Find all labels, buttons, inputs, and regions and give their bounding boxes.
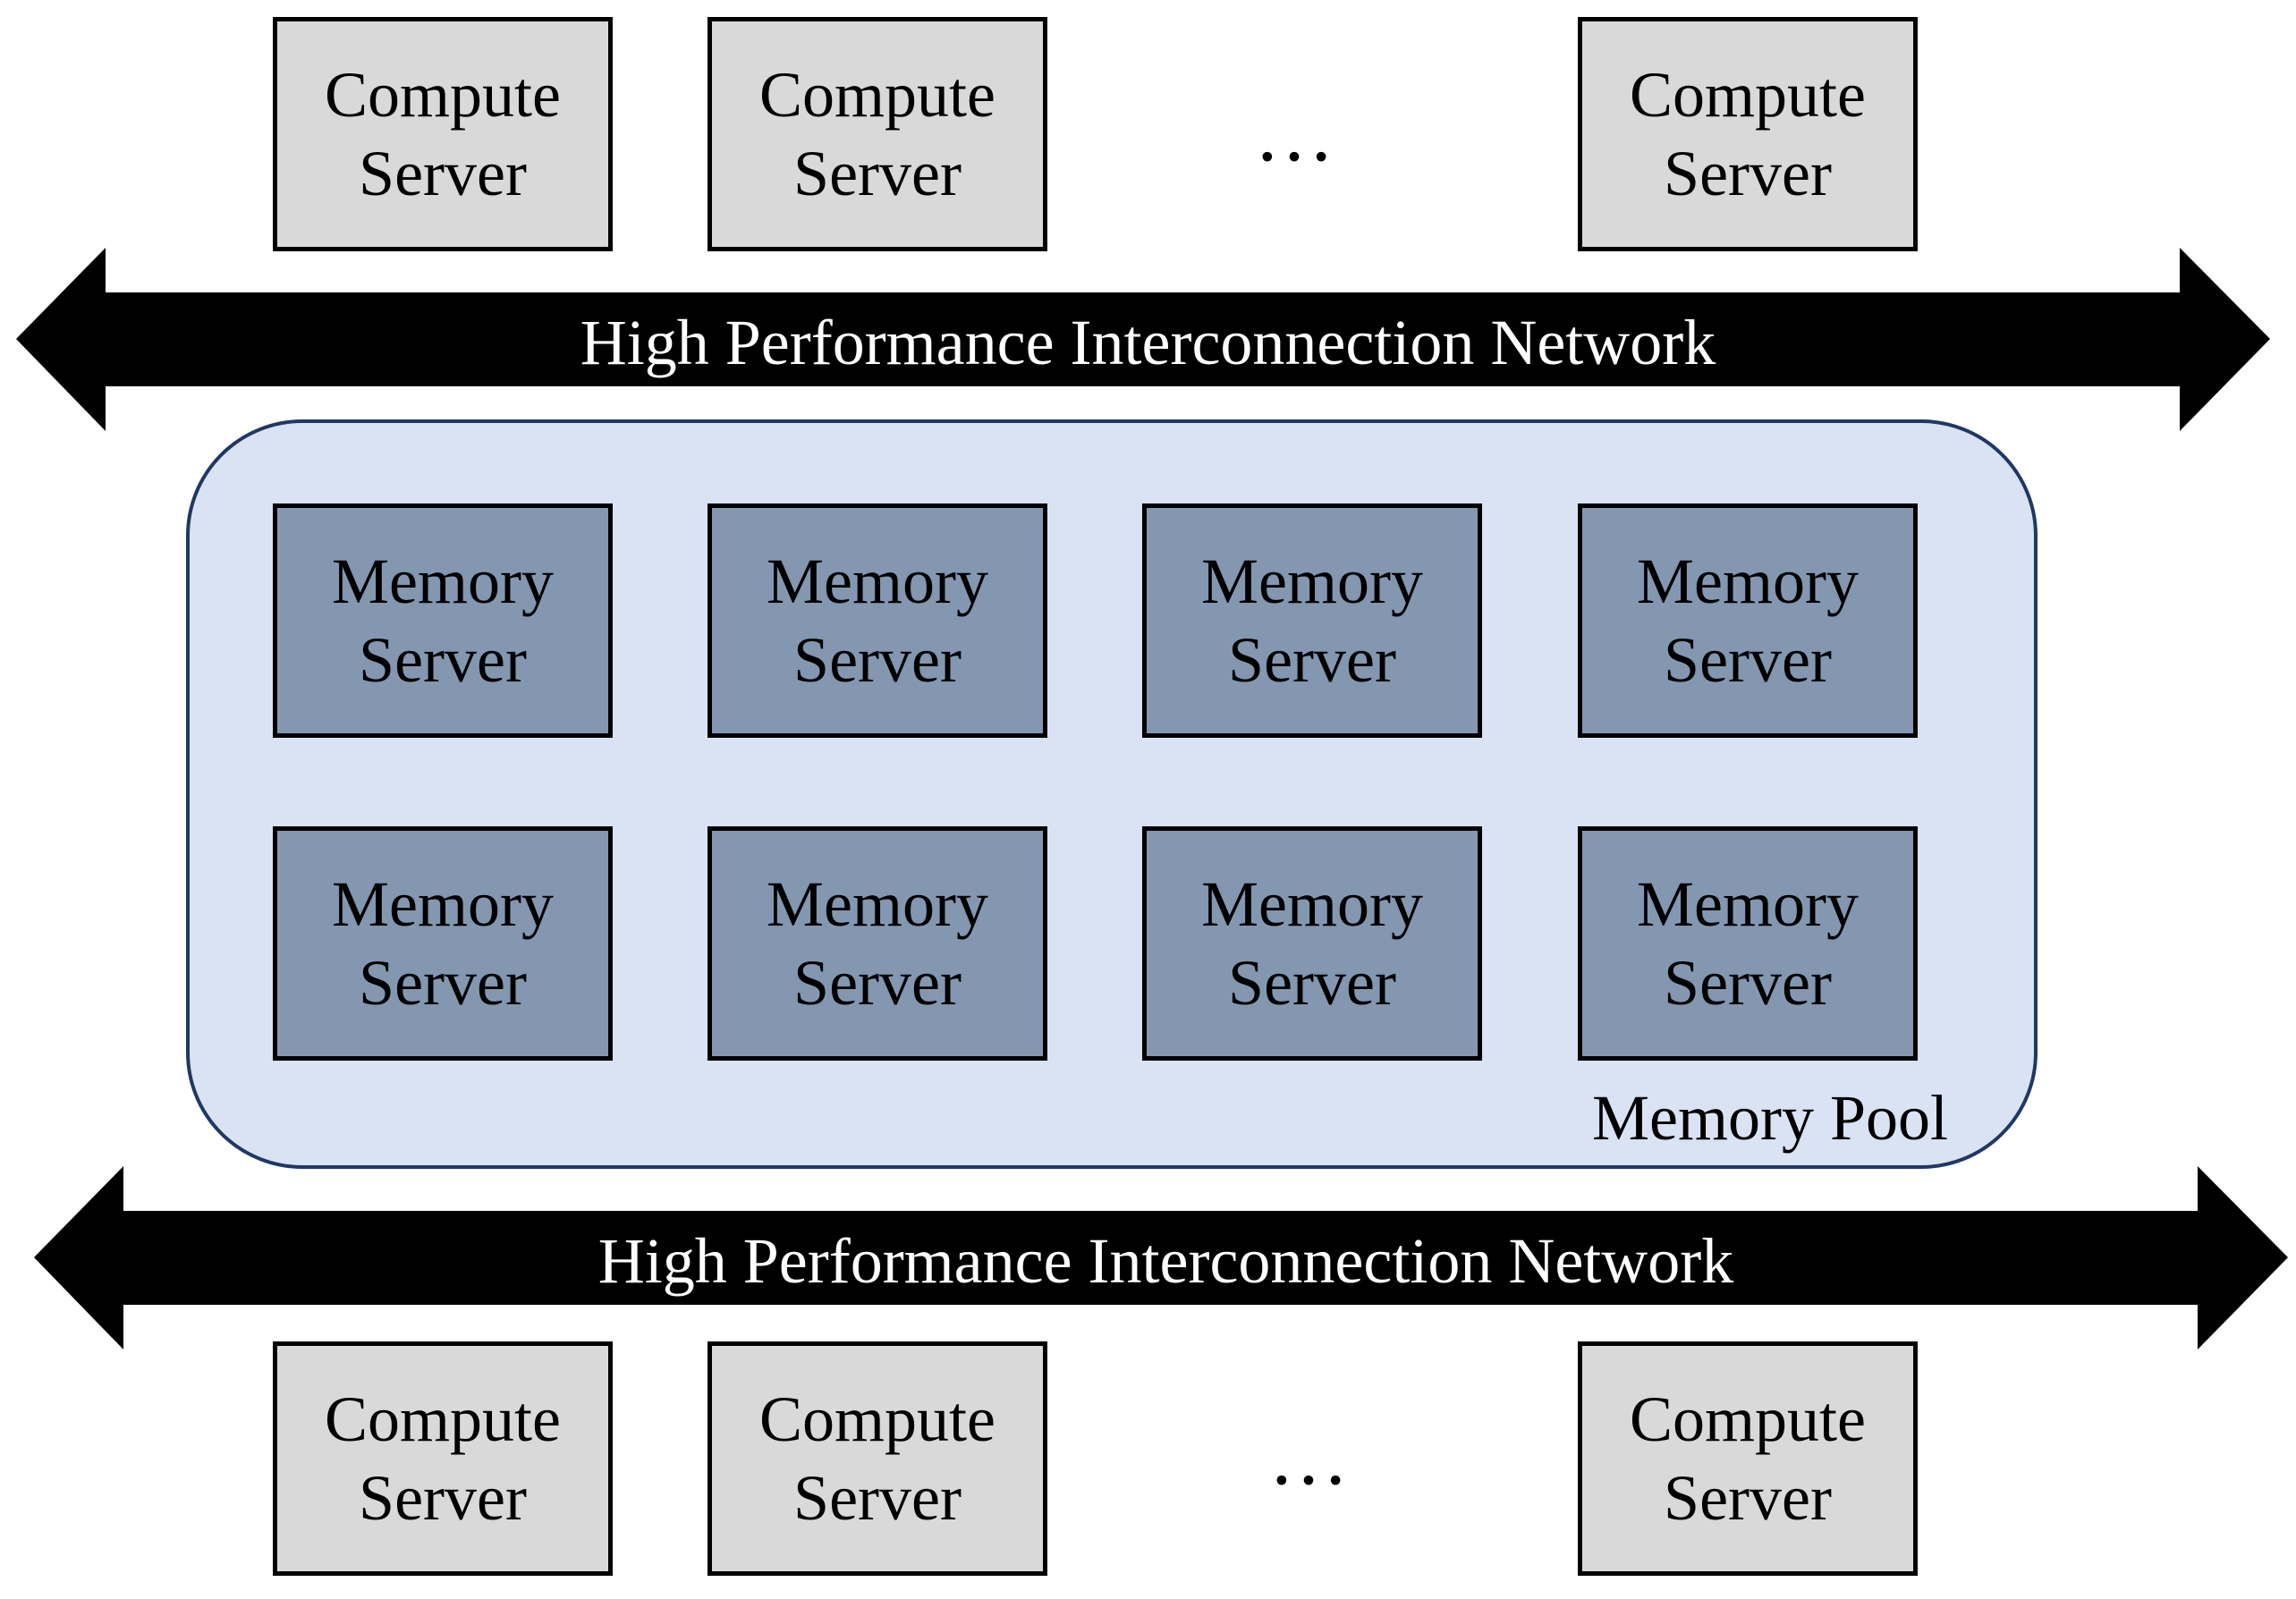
memory-server-r1c1: Memory Server [273,503,613,738]
network-arrow-bottom [34,1166,2288,1349]
memory-server-r1c3: Memory Server [1142,503,1482,738]
compute-label-line1: Compute [1630,59,1866,131]
double-arrow-shape [16,248,2270,431]
compute-label-line1: Compute [325,59,561,131]
memory-server-r1c4: Memory Server [1578,503,1918,738]
memory-server-r2c2: Memory Server [707,826,1047,1061]
network-label-top: High Performance Interconnection Network [580,307,1716,378]
compute-label-line2: Server [359,1462,527,1534]
double-arrow-shape [34,1166,2288,1349]
network-label-bottom: High Performance Interconnection Network [597,1225,1734,1297]
memory-label-line2: Server [359,624,527,696]
memory-label-line2: Server [793,947,962,1019]
compute-label-line2: Server [793,1462,962,1534]
compute-label-line1: Compute [325,1383,561,1455]
memory-label-line2: Server [793,624,962,696]
memory-label-line2: Server [1228,624,1396,696]
memory-label-line2: Server [1664,624,1832,696]
memory-label-line1: Memory [1201,546,1423,617]
memory-server-r2c4: Memory Server [1578,826,1918,1061]
compute-server-top-3: Compute Server [1578,17,1918,251]
compute-server-top-1: Compute Server [273,17,613,251]
memory-server-r2c1: Memory Server [273,826,613,1061]
memory-label-line1: Memory [1201,868,1423,940]
ellipsis-bottom: … [1268,1413,1358,1502]
memory-label-line1: Memory [767,546,988,617]
compute-label-line1: Compute [759,1383,995,1455]
ellipsis-top: … [1254,89,1343,178]
compute-label-line1: Compute [759,59,995,131]
compute-label-line2: Server [1664,138,1832,209]
memory-label-line1: Memory [332,868,554,940]
compute-label-line2: Server [359,138,527,209]
compute-label-line2: Server [793,138,962,209]
compute-label-line2: Server [1664,1462,1832,1534]
compute-server-bottom-3: Compute Server [1578,1341,1918,1576]
memory-server-r1c2: Memory Server [707,503,1047,738]
memory-label-line2: Server [1228,947,1396,1019]
memory-label-line1: Memory [1637,546,1859,617]
memory-label-line1: Memory [1637,868,1859,940]
memory-label-line1: Memory [767,868,988,940]
memory-label-line2: Server [359,947,527,1019]
memory-server-r2c3: Memory Server [1142,826,1482,1061]
compute-server-bottom-2: Compute Server [707,1341,1047,1576]
memory-pool-label: Memory Pool [1592,1082,1949,1154]
compute-label-line1: Compute [1630,1383,1866,1455]
memory-label-line1: Memory [332,546,554,617]
network-arrow-top [16,248,2270,431]
memory-label-line2: Server [1664,947,1832,1019]
compute-server-top-2: Compute Server [707,17,1047,251]
compute-server-bottom-1: Compute Server [273,1341,613,1576]
